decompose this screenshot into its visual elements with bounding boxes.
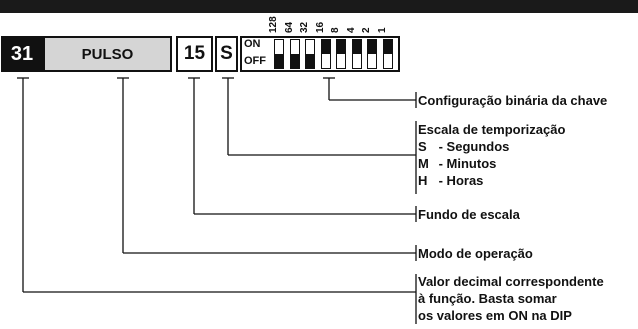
dip-switch-4: [351, 39, 362, 69]
dip-switch-knob: [368, 40, 376, 54]
dip-switch-16: [320, 39, 331, 69]
dip-switch-knob: [275, 54, 283, 68]
operation-mode-text: Modo de operação: [418, 246, 533, 261]
binary-config-annotation: Configuração binária da chave: [418, 92, 607, 109]
dip-switch-32: [305, 39, 315, 69]
decimal-value-line-1: Valor decimal correspondente: [418, 274, 604, 289]
function-code-box: 31: [1, 36, 43, 72]
dip-switch-knob: [337, 40, 345, 54]
dip-switch-2: [367, 39, 377, 69]
binary-config-text: Configuração binária da chave: [418, 93, 608, 108]
time-scale-option-key: M: [418, 156, 429, 171]
dip-switch-1: [382, 39, 393, 69]
time-scale-value: S: [220, 43, 233, 64]
dip-switch-knob: [352, 40, 361, 54]
dip-switch-knob: [383, 40, 392, 54]
operation-mode-annotation: Modo de operação: [418, 245, 533, 262]
full-scale-value: 15: [183, 43, 206, 64]
full-scale-text: Fundo de escala: [418, 207, 520, 222]
dip-on-label: ON: [244, 38, 261, 50]
dip-switch-64: [289, 39, 300, 69]
dip-switch-8: [336, 39, 346, 69]
dip-switch-knob: [306, 54, 314, 68]
time-scale-title: Escala de temporização: [418, 122, 566, 137]
function-code-value: 31: [10, 42, 34, 65]
full-scale-annotation: Fundo de escala: [418, 206, 520, 223]
time-scale-option-text: - Minutos: [435, 156, 497, 171]
dip-switch-knob: [321, 40, 330, 54]
time-scale-option-key: H: [418, 173, 428, 188]
top-header-bar: [0, 0, 638, 13]
time-scale-option: S - Segundos: [418, 138, 565, 155]
dip-off-label: OFF: [244, 55, 266, 67]
dip-switch-128: [274, 39, 284, 69]
decimal-value-line-3: os valores em ON na DIP: [418, 308, 572, 323]
time-scale-option: H - Horas: [418, 172, 565, 189]
time-scale-option-key: S: [418, 139, 427, 154]
time-scale-option-text: - Horas: [435, 173, 484, 188]
operation-mode-box: PULSO: [43, 36, 172, 72]
time-scale-option-text: - Segundos: [435, 139, 510, 154]
decimal-value-annotation: Valor decimal correspondente à função. B…: [418, 273, 604, 324]
time-scale-option: M - Minutos: [418, 155, 565, 172]
dip-switch-knob: [290, 54, 299, 68]
decimal-value-line-2: à função. Basta somar: [418, 291, 557, 306]
full-scale-box: 15: [176, 36, 213, 72]
time-scale-box: S: [215, 36, 238, 72]
operation-mode-value: PULSO: [81, 45, 134, 63]
